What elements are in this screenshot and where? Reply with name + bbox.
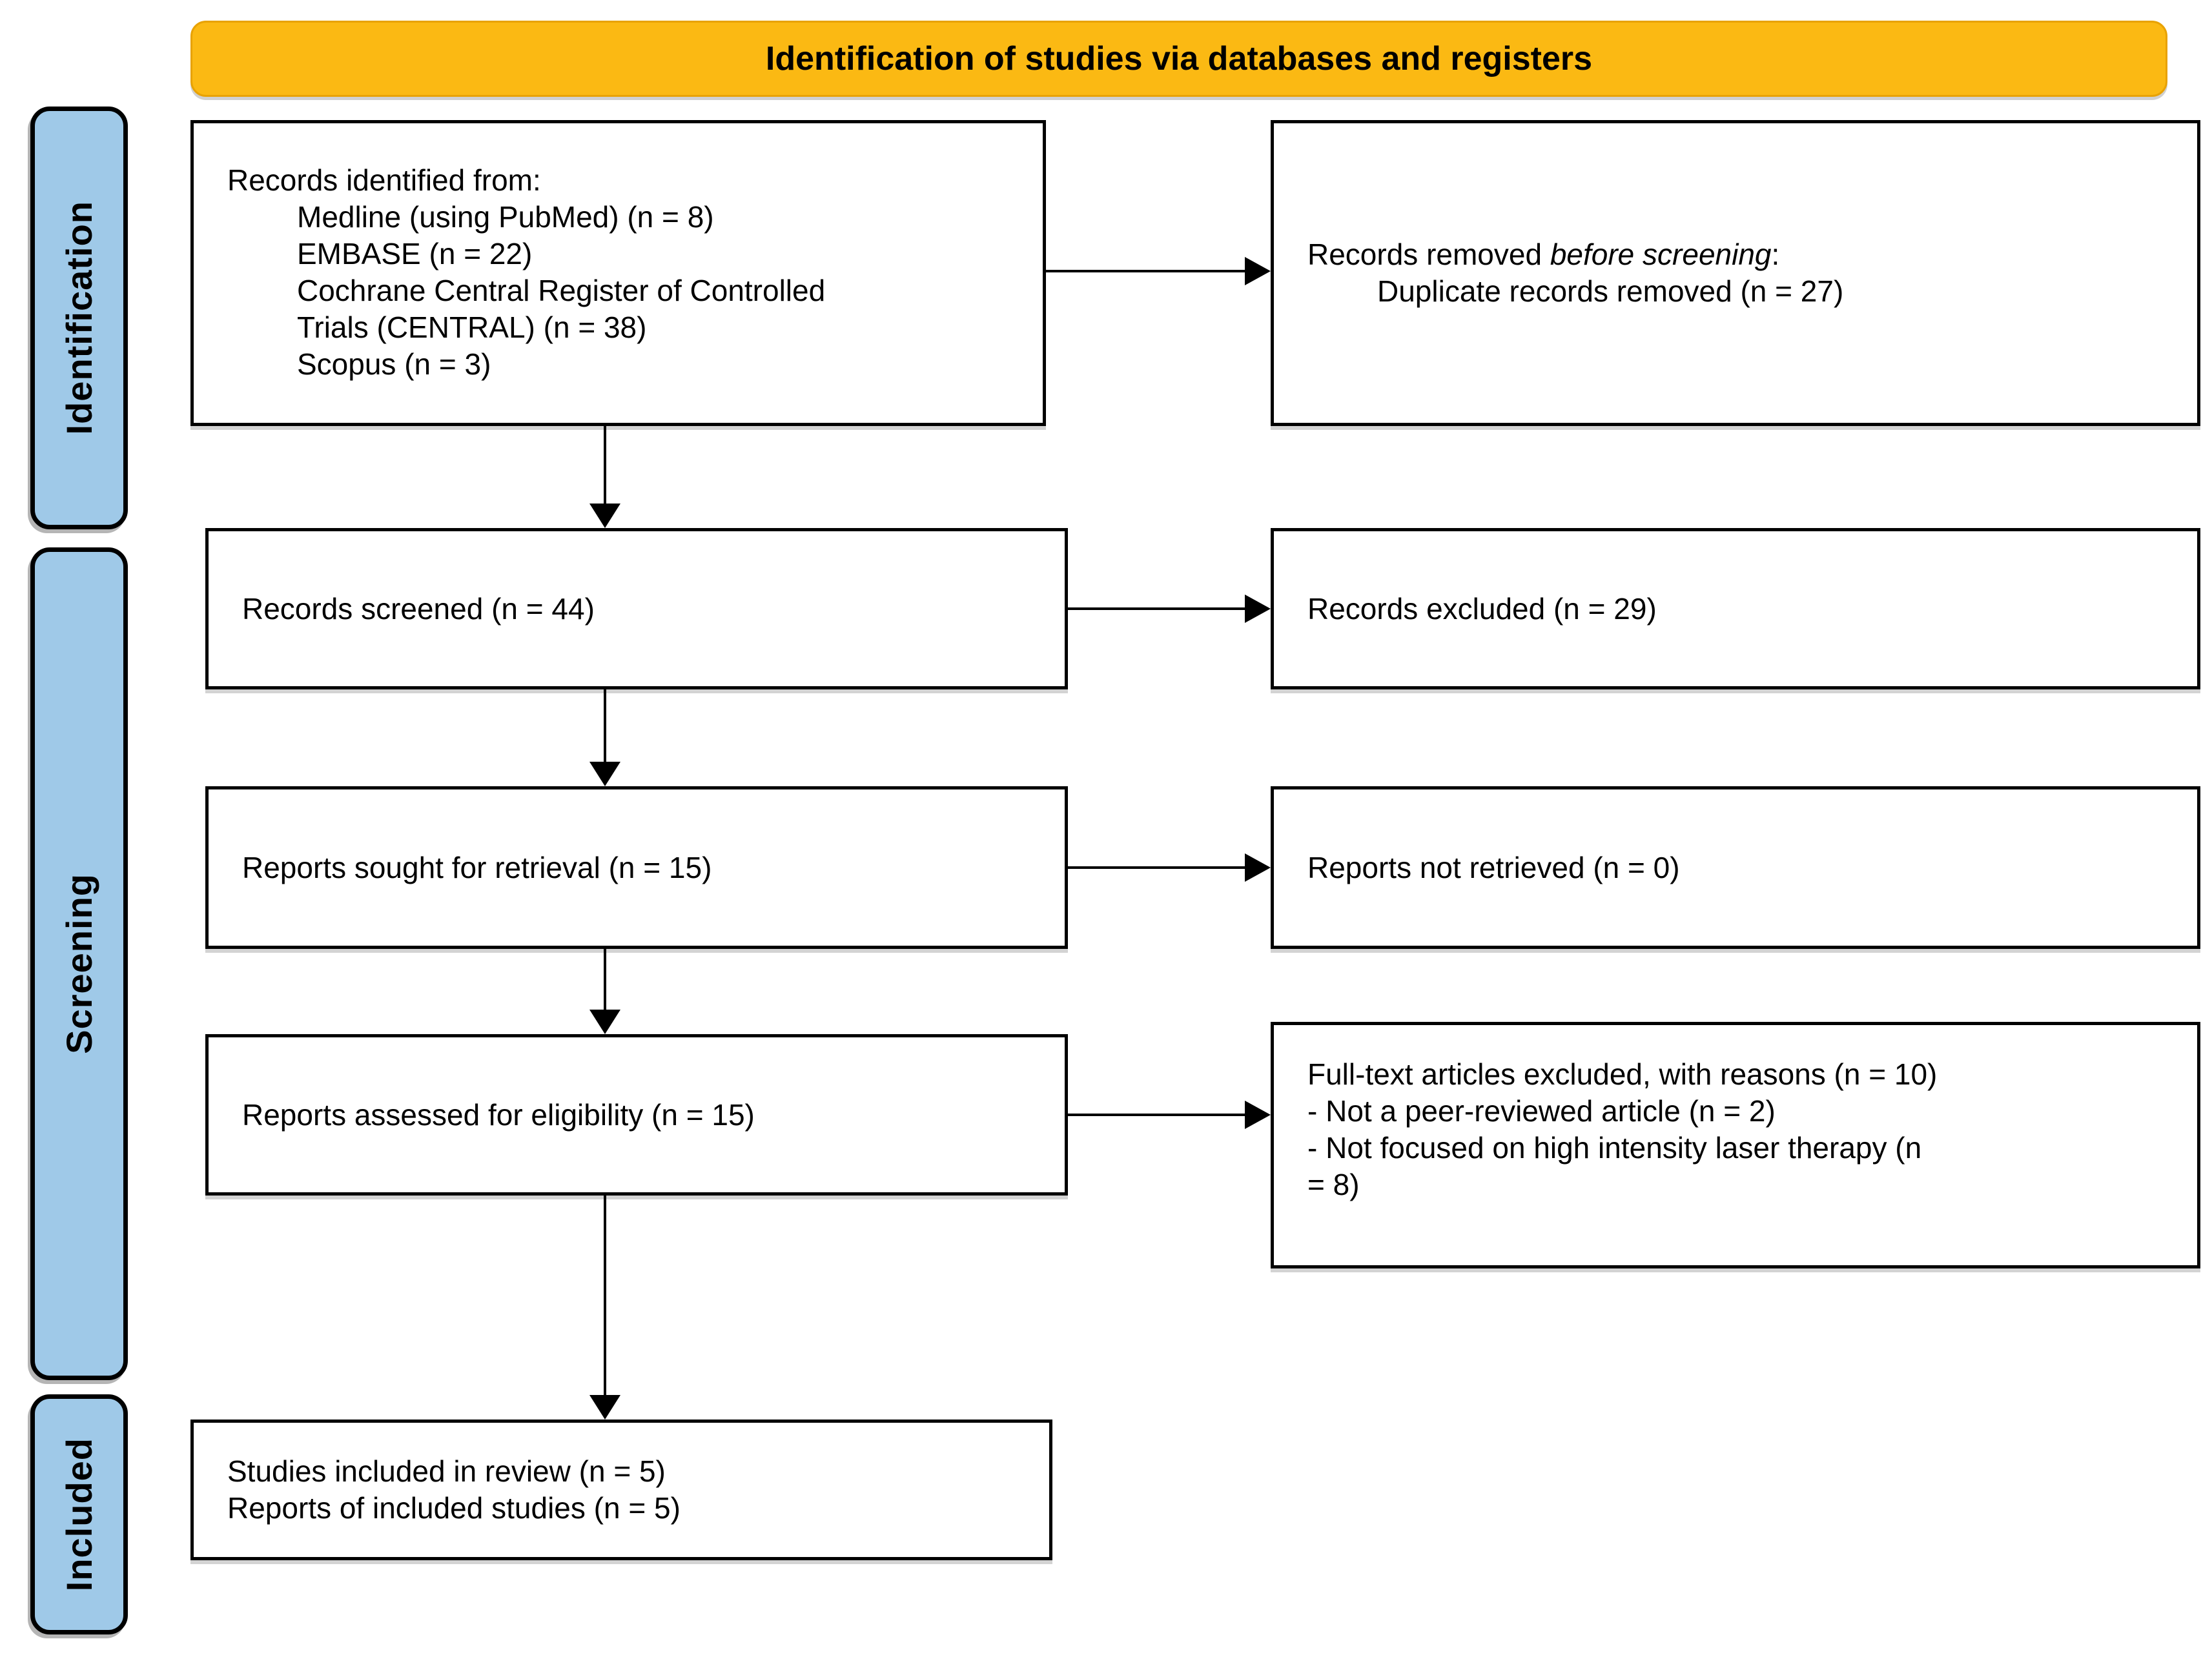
records-identified-line: Scopus (n = 3) xyxy=(297,347,491,381)
stage-label-screening: Screening xyxy=(59,873,99,1054)
arrow-right-icon xyxy=(1245,853,1271,882)
header-banner: Identification of studies via databases … xyxy=(190,21,2167,97)
box-records-screened: Records screened (n = 44) xyxy=(205,528,1068,689)
diagram-title: Identification of studies via databases … xyxy=(765,40,1593,77)
records-identified-line: Records identified from: xyxy=(227,163,541,197)
box-studies-included: Studies included in review (n = 5) Repor… xyxy=(190,1420,1052,1560)
arrow-down-icon xyxy=(589,1010,620,1034)
duplicates-removed-line: Duplicate records removed (n = 27) xyxy=(1377,274,1844,308)
box-reports-assessed: Reports assessed for eligibility (n = 15… xyxy=(205,1034,1068,1196)
stage-label-included: Included xyxy=(59,1437,99,1592)
box-fulltext-excluded: Full-text articles excluded, with reason… xyxy=(1271,1022,2200,1268)
records-excluded-text: Records excluded (n = 29) xyxy=(1307,591,1657,626)
arrow-sought-to-assessed xyxy=(604,949,606,1011)
records-identified-line: Medline (using PubMed) (n = 8) xyxy=(297,200,714,234)
arrow-assessed-to-included xyxy=(604,1196,606,1395)
records-identified-line: Cochrane Central Register of Controlled xyxy=(297,274,826,307)
stage-label-identification: Identification xyxy=(59,201,99,435)
arrow-right-icon xyxy=(1245,257,1271,285)
fulltext-excluded-line: = 8) xyxy=(1307,1168,1360,1201)
arrow-down-icon xyxy=(589,1395,620,1420)
before-screening-emphasis: before screening xyxy=(1550,238,1772,271)
reports-assessed-text: Reports assessed for eligibility (n = 15… xyxy=(242,1097,755,1132)
arrow-screened-to-excluded xyxy=(1068,607,1245,610)
arrow-sought-to-not-retrieved xyxy=(1068,866,1245,869)
box-records-identified: Records identified from: Medline (using … xyxy=(190,120,1046,426)
records-removed-heading: Records removed before screening: xyxy=(1307,238,1780,271)
box-records-excluded: Records excluded (n = 29) xyxy=(1271,528,2200,689)
box-records-removed: Records removed before screening: Duplic… xyxy=(1271,120,2200,426)
arrow-assessed-to-fulltext-excluded xyxy=(1068,1114,1245,1116)
studies-included-line: Studies included in review (n = 5) xyxy=(227,1454,666,1488)
arrow-identified-to-screened xyxy=(604,426,606,505)
arrow-right-icon xyxy=(1245,1101,1271,1129)
records-identified-line: Trials (CENTRAL) (n = 38) xyxy=(297,310,647,344)
records-screened-text: Records screened (n = 44) xyxy=(242,591,595,626)
fulltext-excluded-line: - Not focused on high intensity laser th… xyxy=(1307,1131,1922,1165)
stage-bar-identification: Identification xyxy=(30,107,128,529)
arrow-down-icon xyxy=(589,762,620,786)
stage-bar-included: Included xyxy=(30,1394,128,1634)
arrow-right-icon xyxy=(1245,595,1271,623)
stage-bar-screening: Screening xyxy=(30,547,128,1380)
box-reports-not-retrieved: Reports not retrieved (n = 0) xyxy=(1271,786,2200,949)
arrow-identified-to-removed xyxy=(1046,270,1245,272)
arrow-down-icon xyxy=(589,504,620,528)
studies-included-line: Reports of included studies (n = 5) xyxy=(227,1491,681,1525)
arrow-screened-to-sought xyxy=(604,689,606,762)
records-identified-line: EMBASE (n = 22) xyxy=(297,237,533,270)
fulltext-excluded-line: Full-text articles excluded, with reason… xyxy=(1307,1057,1938,1091)
fulltext-excluded-line: - Not a peer-reviewed article (n = 2) xyxy=(1307,1094,1776,1128)
reports-sought-text: Reports sought for retrieval (n = 15) xyxy=(242,850,712,884)
reports-not-retrieved-text: Reports not retrieved (n = 0) xyxy=(1307,850,1680,884)
box-reports-sought: Reports sought for retrieval (n = 15) xyxy=(205,786,1068,949)
